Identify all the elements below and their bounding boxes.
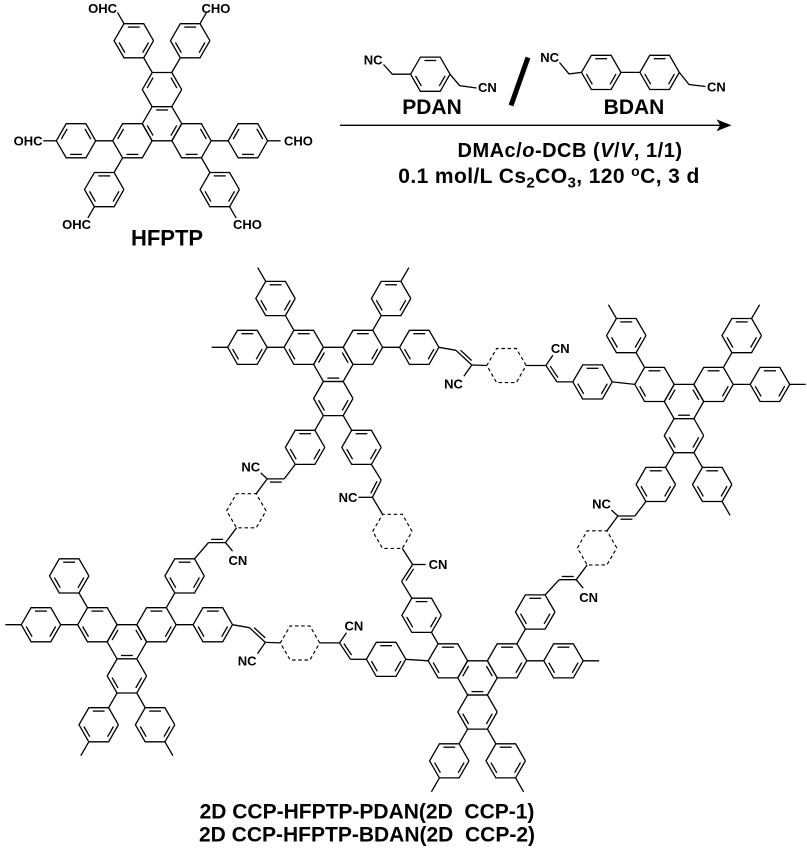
svg-text:NC: NC xyxy=(444,376,463,391)
svg-text:CN: CN xyxy=(345,619,364,634)
svg-text:CHO: CHO xyxy=(284,134,313,149)
svg-text:OHC: OHC xyxy=(88,1,118,16)
svg-text:0.1 mol/L Cs2CO3, 120 oC, 3 d: 0.1 mol/L Cs2CO3, 120 oC, 3 d xyxy=(398,163,699,192)
svg-text:DMAc/o-DCB (V/V, 1/1): DMAc/o-DCB (V/V, 1/1) xyxy=(458,140,683,162)
svg-text:PDAN: PDAN xyxy=(402,96,462,119)
svg-text:HFPTP: HFPTP xyxy=(131,226,203,251)
svg-text:2D CCP-HFPTP-BDAN(2D CCP-2): 2D CCP-HFPTP-BDAN(2D CCP-2) xyxy=(199,824,535,847)
svg-text:NC: NC xyxy=(238,654,257,669)
svg-text:CN: CN xyxy=(579,590,598,605)
svg-text:CHO: CHO xyxy=(202,1,231,16)
svg-text:OHC: OHC xyxy=(14,134,44,149)
svg-text:NC: NC xyxy=(364,53,383,68)
svg-text:2D CCP-HFPTP-PDAN(2D CCP-1): 2D CCP-HFPTP-PDAN(2D CCP-1) xyxy=(200,801,535,824)
svg-text:BDAN: BDAN xyxy=(604,96,665,119)
svg-text:NC: NC xyxy=(339,490,358,505)
svg-text:NC: NC xyxy=(540,50,559,65)
svg-text:CN: CN xyxy=(429,557,448,572)
svg-text:CN: CN xyxy=(551,341,570,356)
svg-text:OHC: OHC xyxy=(62,217,92,232)
svg-text:CN: CN xyxy=(478,80,497,95)
svg-text:NC: NC xyxy=(592,497,611,512)
svg-text:CN: CN xyxy=(707,80,726,95)
svg-text:NC: NC xyxy=(241,459,260,474)
svg-text:CN: CN xyxy=(229,553,248,568)
svg-text:CHO: CHO xyxy=(233,217,262,232)
